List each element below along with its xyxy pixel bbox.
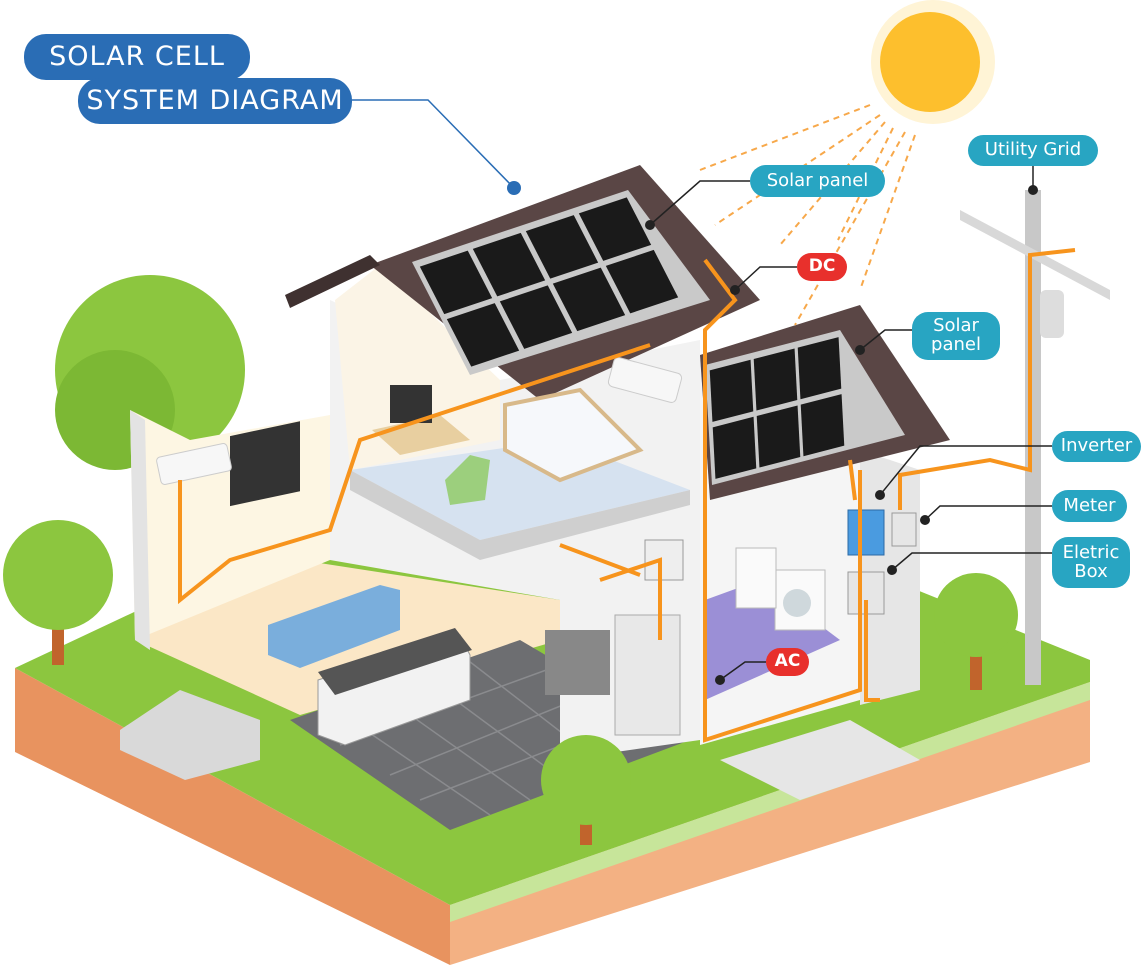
title-leader-dot: [507, 181, 521, 195]
label-solar-panel-annex-line2: panel: [931, 334, 981, 355]
annex-solar-panel-cells: [709, 337, 845, 479]
solar-cell: [709, 359, 754, 422]
solar-cell: [552, 267, 626, 332]
inverter-device: [847, 509, 885, 556]
label-solar-panel-annex-line1: Solar: [933, 315, 979, 337]
label-dc: DC: [797, 253, 847, 281]
breaker-panel: [644, 539, 684, 581]
label-inverter: Inverter: [1052, 431, 1141, 462]
solar-cell: [419, 250, 493, 315]
title-line-2: SYSTEM DIAGRAM: [78, 78, 352, 124]
sidewalk: [720, 720, 920, 800]
upper-back-wall: [335, 265, 500, 470]
leader-dots: [645, 185, 1038, 685]
main-solar-panel-cells: [419, 197, 679, 367]
floor-slab: [350, 470, 690, 560]
solar-cell: [712, 416, 757, 479]
desk: [372, 415, 470, 455]
washer-door: [783, 589, 811, 617]
air-conditioner-lower: [156, 443, 232, 485]
solar-cell: [800, 394, 845, 457]
tree-front: [541, 735, 631, 845]
stove: [545, 630, 610, 695]
title-line-1: SOLAR CELL: [24, 34, 250, 80]
solar-cell: [578, 197, 652, 261]
dryer: [735, 547, 777, 609]
utility-pole: [1025, 190, 1041, 685]
meter-device: [891, 512, 917, 547]
air-conditioner-upper: [607, 357, 683, 403]
transformer: [1040, 290, 1064, 338]
left-wall-edge: [130, 410, 150, 650]
label-ac: AC: [766, 648, 809, 676]
label-electric-box: Eletric Box: [1052, 537, 1130, 588]
annex-floor: [705, 580, 840, 700]
counter-top: [318, 628, 472, 695]
wiring: [178, 248, 1076, 743]
label-electric-box-line1: Eletric: [1062, 541, 1120, 563]
label-solar-panel-main: Solar panel: [750, 165, 885, 197]
solar-cell: [446, 303, 520, 367]
tv: [230, 421, 300, 507]
bed: [503, 387, 644, 483]
solar-cell: [525, 215, 599, 279]
solar-cell: [797, 337, 842, 400]
tree-right: [934, 573, 1018, 690]
main-roof-eave: [285, 255, 380, 308]
label-utility-grid: Utility Grid: [968, 135, 1098, 166]
title-leader-line: [352, 99, 515, 189]
tree-left: [3, 520, 113, 665]
sofa: [268, 585, 400, 668]
grass-edge: [450, 682, 1090, 922]
fridge: [614, 614, 681, 736]
solar-cell: [756, 405, 801, 468]
sun: [880, 12, 980, 112]
solar-cell: [472, 232, 546, 297]
label-electric-box-line2: Box: [1074, 560, 1108, 582]
solar-cell: [753, 348, 798, 411]
stairs: [120, 690, 260, 780]
leader-lines: [649, 166, 1052, 681]
label-solar-panel-annex: Solar panel: [912, 312, 1000, 360]
label-meter: Meter: [1052, 490, 1127, 522]
solar-cell: [499, 285, 573, 349]
solar-cell: [605, 249, 679, 314]
chair: [445, 455, 490, 505]
